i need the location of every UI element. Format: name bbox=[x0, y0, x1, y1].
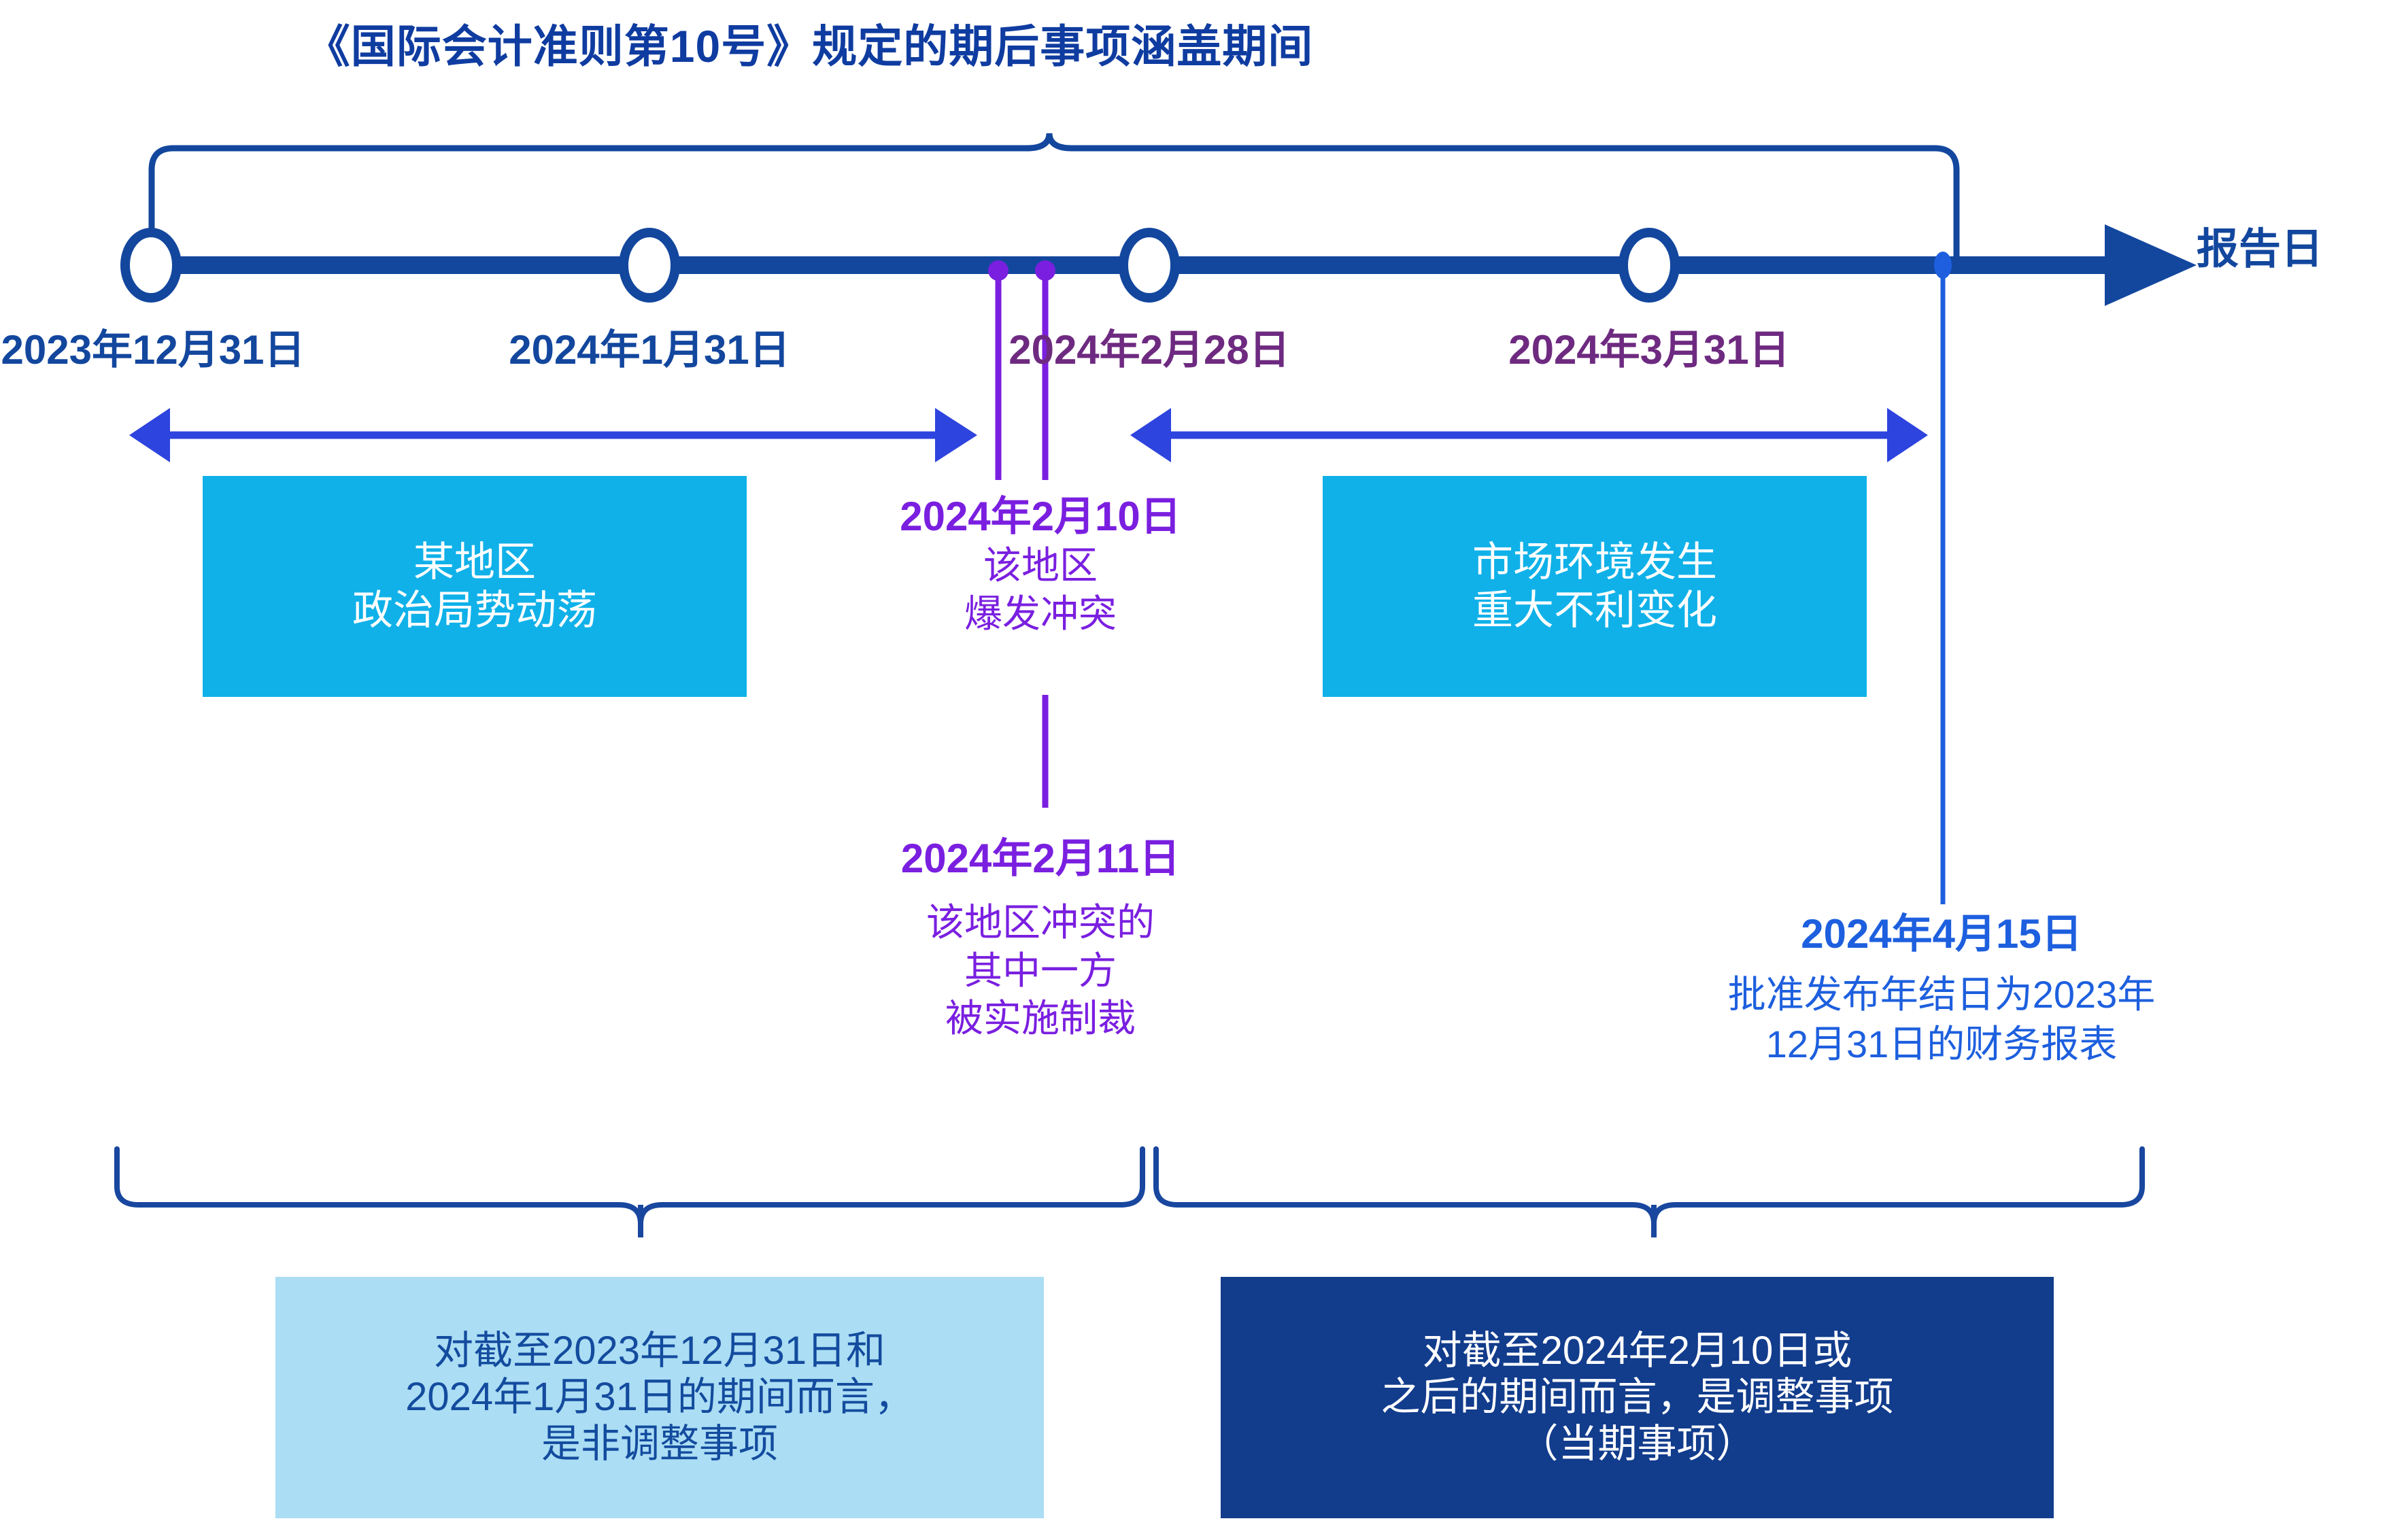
approval-date-marker bbox=[1934, 252, 1952, 904]
milestone-label-1: 2023年12月31日 bbox=[1, 327, 305, 373]
annotation-apr15-line2: 12月31日的财务报表 bbox=[1765, 1022, 2118, 1065]
annotation-feb11: 2024年2月11日 该地区冲突的 其中一方 被实施制裁 bbox=[768, 833, 1312, 1043]
coverage-period-brace bbox=[148, 133, 1960, 272]
feb11-connector bbox=[1035, 260, 1055, 808]
conclusion-box-adjusting: 对截至2024年2月10日或 之后的期间而言，是调整事项 （当期事项） bbox=[1221, 1277, 2054, 1518]
annotation-feb11-date: 2024年2月11日 bbox=[900, 836, 1181, 881]
event-box-market-decline: 市场环境发生 重大不利变化 bbox=[1323, 476, 1867, 697]
non-adjusting-brace bbox=[114, 1146, 1145, 1237]
annotation-feb10-line1: 该地区 bbox=[983, 544, 1098, 587]
page-title: 《国际会计准则第10号》规定的期后事项涵盖期间 bbox=[305, 21, 1314, 71]
reporting-date-label: 报告日 bbox=[2197, 226, 2324, 273]
conclusion-2-line1: 对截至2024年2月10日或 bbox=[1422, 1328, 1852, 1373]
conclusion-1-line1: 对截至2023年12月31日和 bbox=[433, 1328, 886, 1373]
milestone-label-3: 2024年2月28日 bbox=[1009, 327, 1290, 373]
conclusion-1-line2: 2024年1月31日的期间而言， bbox=[405, 1375, 914, 1420]
milestone-node-2 bbox=[619, 228, 680, 303]
conclusion-1-line3: 是非调整事项 bbox=[541, 1421, 778, 1466]
milestone-label-4: 2024年3月31日 bbox=[1508, 327, 1790, 373]
event-box-political-unrest: 某地区 政治局势动荡 bbox=[203, 476, 747, 697]
annotation-feb11-line1: 该地区冲突的 bbox=[926, 901, 1155, 944]
milestone-label-2: 2024年1月31日 bbox=[509, 327, 790, 373]
annotation-feb11-line2: 其中一方 bbox=[964, 948, 1117, 992]
milestone-node-4 bbox=[1619, 228, 1680, 303]
conclusion-2-line2: 之后的期间而言，是调整事项 bbox=[1380, 1375, 1894, 1420]
annotation-apr15-line1: 批准发布年结日为2023年 bbox=[1727, 973, 2156, 1016]
adjusting-brace bbox=[1153, 1146, 2145, 1237]
milestone-node-1 bbox=[120, 228, 182, 303]
conclusion-2-line3: （当期事项） bbox=[1519, 1421, 1756, 1466]
milestone-node-3 bbox=[1119, 228, 1180, 303]
span-arrow-right bbox=[1130, 408, 1928, 462]
annotation-feb10: 2024年2月10日 该地区 爆发冲突 bbox=[768, 491, 1312, 638]
span-arrow-left bbox=[129, 408, 977, 462]
annotation-feb11-line3: 被实施制裁 bbox=[945, 997, 1136, 1040]
annotation-feb10-date: 2024年2月10日 bbox=[900, 494, 1181, 539]
event-box-1-line1: 某地区 bbox=[413, 538, 536, 585]
annotation-apr15-date: 2024年4月15日 bbox=[1801, 911, 2082, 957]
event-box-2-line1: 市场环境发生 bbox=[1472, 538, 1717, 585]
conclusion-box-non-adjusting: 对截至2023年12月31日和 2024年1月31日的期间而言， 是非调整事项 bbox=[275, 1277, 1044, 1518]
annotation-apr15: 2024年4月15日 批准发布年结日为2023年 12月31日的财务报表 bbox=[1571, 908, 2312, 1070]
feb10-connector bbox=[988, 260, 1009, 480]
annotation-feb10-line2: 爆发冲突 bbox=[964, 592, 1117, 635]
event-box-1-line2: 政治局势动荡 bbox=[352, 587, 597, 633]
event-box-2-line2: 重大不利变化 bbox=[1472, 587, 1717, 633]
